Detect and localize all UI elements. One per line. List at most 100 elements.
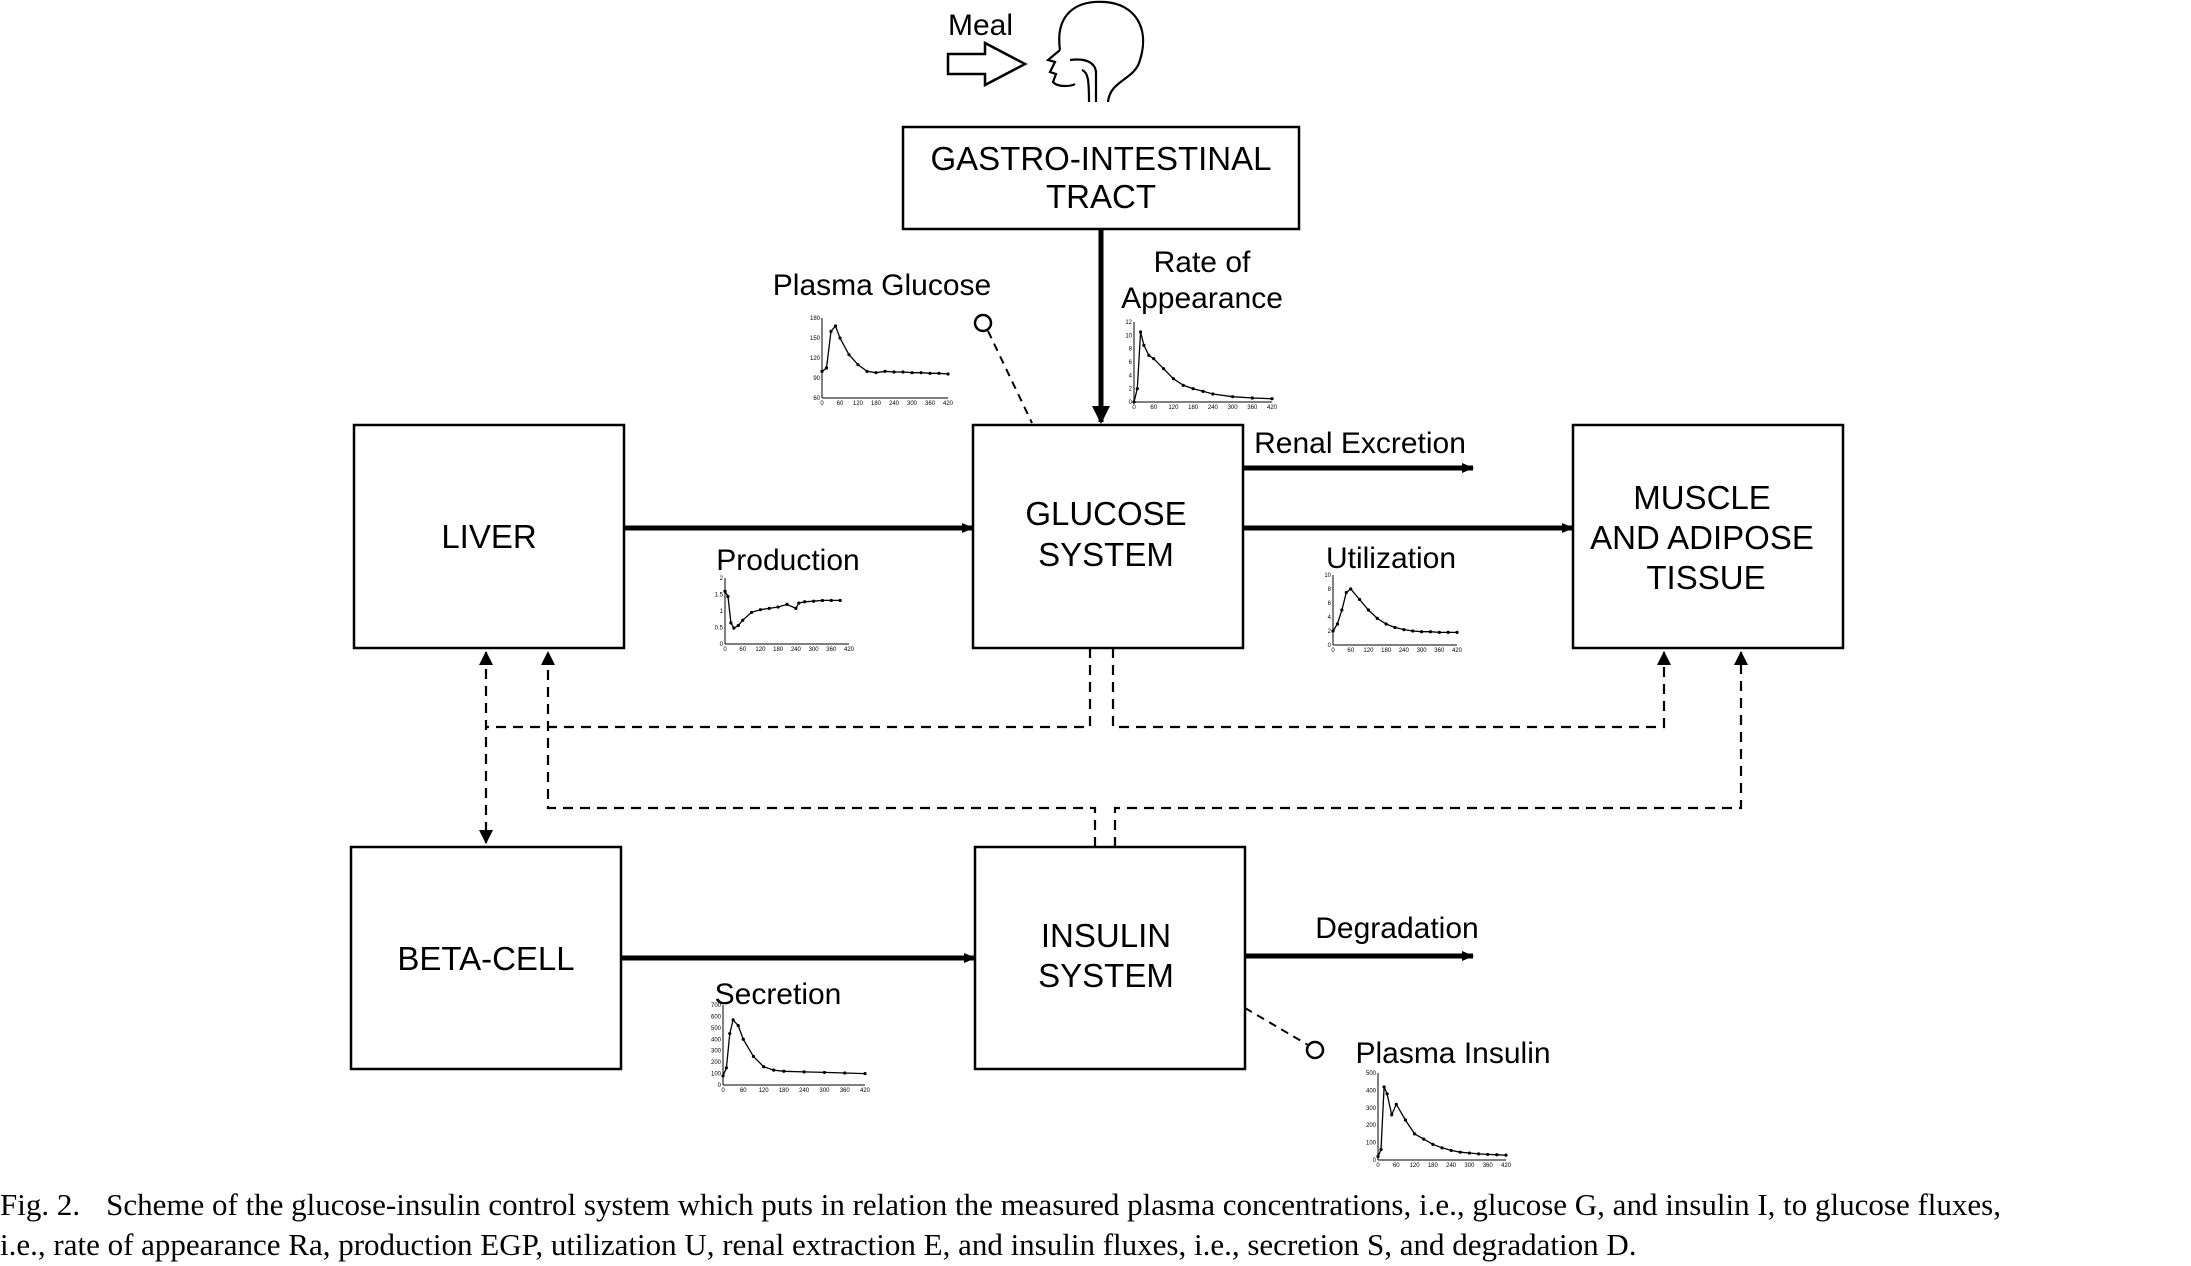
utilization-point [1375,616,1379,621]
plasma-insulin-point [1440,1146,1444,1150]
plasma-glucose-point [838,336,842,340]
rate-of-appearance-label-2: Appearance [1121,282,1283,315]
utilization-point [1446,630,1450,635]
production-y-tick: 1 [720,609,724,615]
muscle-line3: TISSUE [1646,559,1765,596]
secretion-point [728,1031,732,1036]
plasma-insulin-probe [1305,1040,1325,1060]
secretion-x-tick: 180 [779,1088,790,1094]
secretion-y-tick: 700 [711,1003,722,1009]
production-point [803,600,807,604]
plasma-glucose-x-tick: 180 [871,401,882,407]
rate-of-appearance-x-tick: 180 [1188,405,1199,411]
plasma-insulin-point [1382,1085,1386,1089]
plasma-insulin-point [1379,1147,1383,1152]
insulin-to-liver-link [541,651,1097,847]
utilization-x-tick: 180 [1381,648,1392,654]
secretion-series-line [722,1018,866,1077]
utilization-point [1437,630,1441,635]
plasma-glucose-x-tick: 120 [853,401,864,407]
degradation-label: Degradation [1315,912,1478,945]
production-series-line [724,590,841,630]
production-point [820,598,825,603]
plasma-glucose-point [901,370,905,374]
secretion-point [751,1054,756,1059]
secretion-point [863,1071,867,1076]
plasma-insulin-y-tick: 400 [1366,1088,1377,1094]
production-point [829,598,833,603]
plasma-insulin-x-tick: 420 [1501,1163,1512,1169]
plasma-insulin-point [1422,1137,1426,1141]
plasma-insulin-x-tick: 360 [1483,1163,1494,1169]
rate-of-appearance-y-tick: 6 [1129,360,1133,366]
caption-text-1: Scheme of the glucose-insulin control sy… [106,1187,2001,1222]
secretion-y-tick: 500 [711,1026,722,1032]
head-icon [1045,0,1145,103]
plasma-glucose-point [874,371,878,375]
plasma-glucose-y-tick: 60 [813,396,820,402]
plasma-glucose-point [833,324,838,328]
plasma-insulin-point [1376,1154,1380,1159]
secretion-point [822,1070,827,1075]
plasma-glucose-y-tick: 90 [813,376,820,382]
secretion-point [802,1070,806,1074]
utilization-point [1357,597,1362,602]
renal-excretion-label: Renal Excretion [1254,427,1466,460]
beta-cell-node: BETA-CELL [349,845,623,1071]
plasma-glucose-point [824,366,829,370]
plasma-glucose-y-tick: 120 [810,356,821,362]
rate-of-appearance-y-tick: 4 [1129,373,1133,379]
rate-of-appearance-point [1135,387,1139,391]
utilization-point [1428,630,1433,634]
glucose-system-line1: GLUCOSE [1025,495,1186,532]
utilization-y-tick: 4 [1328,615,1332,621]
glucose-to-muscle-link [1111,648,1671,729]
plasma-glucose-point [847,353,851,357]
secretion-x-tick: 240 [799,1088,810,1094]
plasma-glucose-probe-line [987,330,1033,424]
production-x-tick: 0 [723,647,727,653]
utilization-x-tick: 60 [1347,648,1354,654]
plasma-insulin-probe-line [1244,1007,1309,1046]
glucose-system-node: GLUCOSE SYSTEM [971,423,1245,650]
insulin-to-muscle-link [1113,651,1748,847]
plasma-insulin-y-tick: 100 [1366,1141,1377,1147]
utilization-x-tick: 120 [1363,648,1374,654]
secretion-point [724,1066,728,1070]
secretion-x-tick: 360 [840,1088,851,1094]
production-point [797,601,801,605]
utilization-y-tick: 10 [1324,573,1331,579]
production-x-tick: 180 [773,647,784,653]
utilization-x-tick: 420 [1452,648,1463,654]
utilization-point [1366,608,1371,612]
beta-cell-label: BETA-CELL [397,940,574,977]
plasma-glucose-x-tick: 240 [889,401,900,407]
rate-of-appearance-point [1201,389,1205,393]
meal-label: Meal [948,9,1013,42]
production-label: Production [716,544,859,577]
utilization-point [1331,629,1335,633]
utilization-series-line [1332,588,1457,634]
rate-of-appearance-point [1250,396,1254,400]
production-point [732,626,736,630]
insulin-system-line2: SYSTEM [1038,957,1174,994]
production-x-tick: 360 [826,647,837,653]
utilization-point [1393,625,1397,630]
caption-text-2: i.e., rate of appearance Ra, production … [0,1227,1637,1262]
plasma-glucose-point [829,329,833,333]
secretion-x-tick: 120 [759,1088,770,1094]
muscle-line2: AND ADIPOSE [1590,519,1814,556]
plasma-insulin-y-tick: 0 [1373,1158,1377,1164]
utilization-point [1411,629,1415,633]
secretion-y-tick: 0 [718,1083,722,1089]
production-point [726,594,730,599]
production-point [736,623,740,628]
utilization-x-tick: 300 [1417,648,1428,654]
utilization-y-tick: 2 [1328,629,1332,635]
utilization-point [1402,628,1406,632]
liver-node: LIVER [352,423,626,650]
